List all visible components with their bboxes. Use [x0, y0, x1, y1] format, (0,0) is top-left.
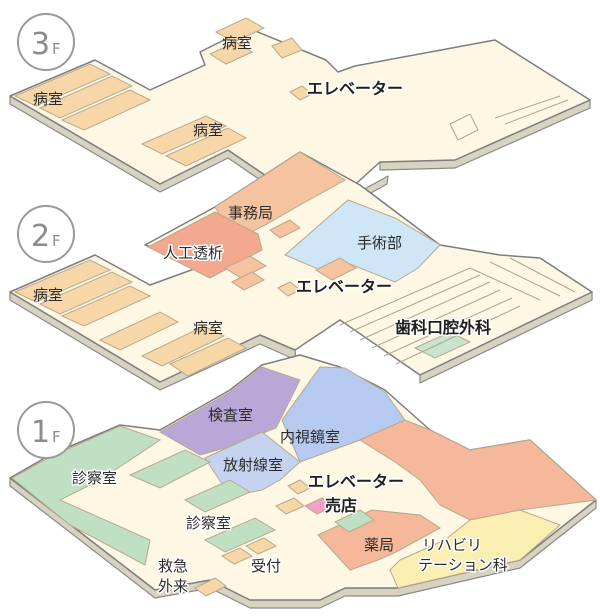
- floor-3f-elevator: [289, 85, 313, 101]
- floor-2f-room: [168, 337, 248, 377]
- floor-1f: 検査室 内視鏡室 放射線室 エレベーター 売店 診察室 診察室 薬局 リハビリ …: [9, 354, 598, 609]
- floor-1f-clinic-west: [11, 425, 162, 566]
- elevator-1f: エレベーター: [308, 472, 404, 491]
- floor-2f-room: [269, 219, 301, 239]
- surgery-2f: 手術部: [357, 234, 402, 252]
- rehab-1f-line2: テーション科: [418, 556, 508, 574]
- floor-2f-room: [314, 257, 358, 281]
- clinic-west-1f: 診察室: [72, 469, 117, 487]
- radiology-1f: 放射線室: [223, 456, 283, 474]
- floor-1f-clinic-south: [128, 449, 212, 489]
- floor-badge-3f-number: 3: [31, 27, 50, 62]
- floor-1f-rehab: [389, 509, 561, 589]
- shop-1f: 売店: [325, 496, 357, 515]
- floor-2f-dental: [413, 331, 472, 359]
- floor-2f-room: [38, 271, 134, 315]
- floor-badge-1f[interactable]: 1 F: [17, 401, 75, 459]
- dental-2f: 歯科口腔外科: [395, 318, 491, 337]
- floor-badge-1f-suffix: F: [52, 428, 61, 446]
- ward-3f-center: 病室: [193, 121, 223, 139]
- floor-1f-endoscopy: [281, 366, 406, 463]
- floor-badge-3f-circle: [17, 13, 75, 71]
- reception-1f: 受付: [251, 557, 281, 575]
- floor-badge-3f[interactable]: 3 F: [17, 13, 75, 71]
- endoscopy-1f: 内視鏡室: [280, 428, 340, 446]
- floor-3f-room: [164, 127, 248, 167]
- rehab-1f-line1: リハビリ: [422, 536, 482, 554]
- floor-badge-2f-suffix: F: [52, 232, 61, 250]
- elevator-2f: エレベーター: [296, 277, 392, 296]
- floor-3f-room: [271, 37, 303, 59]
- floor-1f-shop: [303, 497, 336, 515]
- floor-1f-dental-link: [334, 509, 375, 533]
- ward-2f-west: 病室: [33, 286, 63, 304]
- floor-2f-room: [98, 311, 180, 351]
- ward-3f-north: 病室: [222, 34, 252, 52]
- dialysis-2f: 人工透析: [163, 244, 223, 262]
- floor-2f-room: [140, 325, 226, 367]
- emergency-1f-line1: 救急: [158, 557, 188, 575]
- floor-3f-room: [140, 115, 228, 155]
- floor-badge-1f-circle: [17, 401, 75, 459]
- office-2f: 事務局: [228, 204, 273, 222]
- floor-3f-room: [60, 89, 152, 131]
- floor-1f-pharmacy-east: [358, 419, 598, 521]
- floor-1f-room: [275, 497, 305, 515]
- floor-1f-room: [194, 577, 227, 597]
- floor-3f-room: [214, 17, 266, 43]
- ward-3f-west: 病室: [33, 90, 63, 108]
- floor-3f-room: [13, 63, 112, 107]
- floor-3f: 病室 病室 病室 エレベーター: [9, 17, 591, 219]
- floor-1f-clinic-south: [183, 479, 252, 513]
- ward-2f-center: 病室: [193, 319, 223, 337]
- floor-1f-clinic-south: [203, 517, 277, 553]
- emergency-1f-line2: 外来: [158, 577, 188, 595]
- floor-2f-elevator: [277, 281, 301, 297]
- floor-2f-room: [223, 255, 268, 279]
- exam-room-1f: 検査室: [208, 406, 253, 424]
- floor-2f-room: [231, 271, 265, 291]
- floor-2f-room: [60, 285, 152, 327]
- floor-1f-elevator: [287, 479, 311, 495]
- floor-badge-1f-number: 1: [31, 415, 50, 450]
- floor-badge-2f-circle: [17, 205, 75, 263]
- floor-2f-room: [13, 259, 112, 303]
- floor-badge-2f-number: 2: [31, 219, 50, 254]
- pharmacy-1f: 薬局: [364, 536, 394, 554]
- floor-badge-2f[interactable]: 2 F: [17, 205, 75, 263]
- elevator-3f: エレベーター: [307, 79, 403, 98]
- floor-3f-room: [208, 41, 254, 65]
- floor-2f-dental-rooms: [339, 257, 576, 365]
- floor-1f-room: [244, 537, 278, 555]
- floor-3f-stairs: [449, 95, 569, 141]
- floor-badge-3f-suffix: F: [52, 40, 61, 58]
- floor-1f-exam: [158, 366, 301, 456]
- clinic-south-1f: 診察室: [186, 514, 231, 532]
- floor-3f-room: [38, 75, 134, 119]
- floor-1f-room: [220, 547, 254, 565]
- floor-2f: 事務局 人工透析 手術部 エレベーター 病室 病室 歯科口腔外科: [9, 151, 593, 391]
- floor-2f-dialysis: [146, 211, 263, 279]
